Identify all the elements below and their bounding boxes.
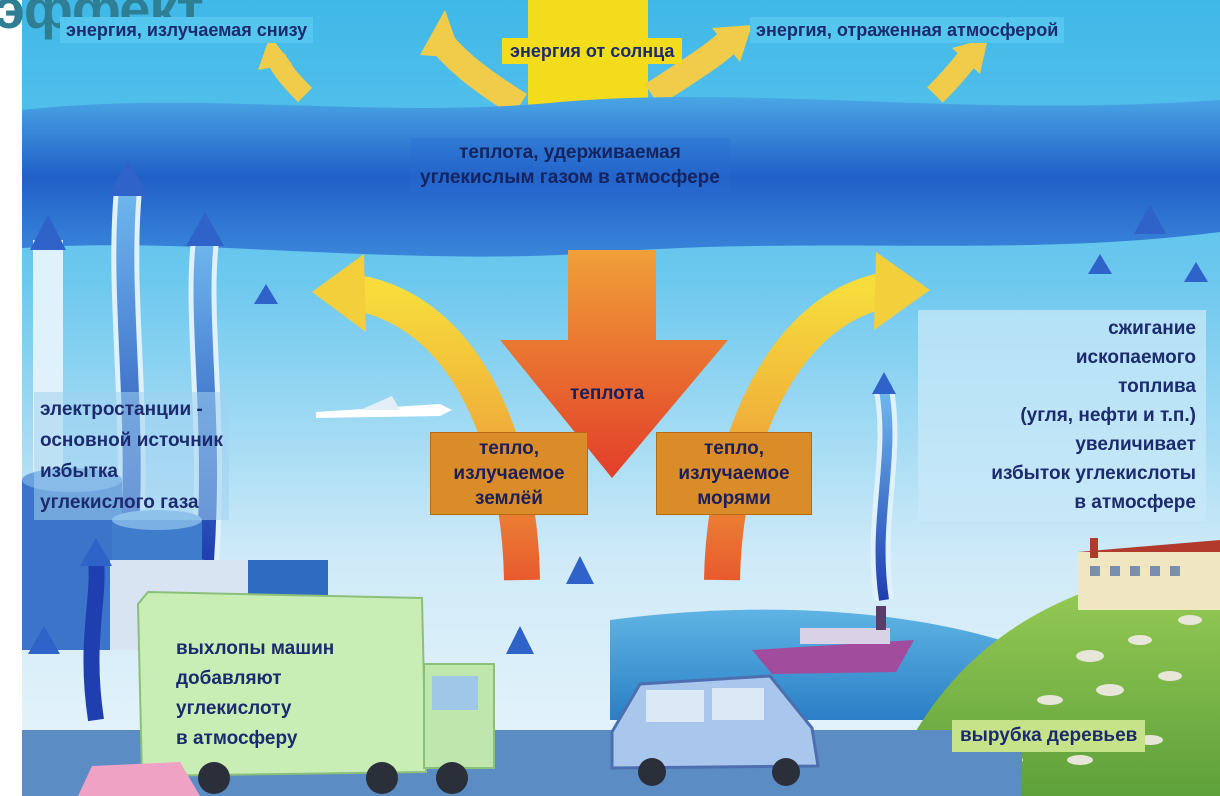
tree-stumps: [997, 615, 1202, 765]
reflected-energy-arrows: [258, 10, 988, 117]
label-fossil-fuels: сжигание ископаемого топлива (угля, нефт…: [918, 310, 1206, 521]
label-energy-reflected: энергия, отраженная атмосферой: [750, 17, 1065, 43]
atmosphere-band: [22, 96, 1220, 257]
reradiated-heat-arrows: [312, 252, 930, 581]
label-heat-seas: тепло, излучаемое морями: [656, 432, 812, 515]
label-car-exhaust: выхлопы машин добавляют углекислоту в ат…: [176, 638, 335, 749]
label-power-plants: электростанции - основной источник избыт…: [34, 392, 229, 520]
ship: [752, 606, 914, 674]
label-deforestation: вырубка деревьев: [952, 720, 1146, 752]
pink-car: [78, 762, 200, 796]
left-margin: [0, 0, 22, 796]
heat-arrow-down: [500, 250, 728, 478]
airplane: [316, 396, 452, 418]
label-heat: теплота: [570, 383, 645, 404]
label-energy-below: энергия, излучаемая снизу: [60, 17, 314, 43]
label-heat-earth: тепло, излучаемое землёй: [430, 432, 588, 515]
exhaust-arrows: [28, 538, 594, 796]
car: [610, 674, 820, 786]
truck: [136, 590, 495, 794]
label-trapped-heat: теплота, удерживаемая углекислым газом в…: [410, 138, 730, 192]
label-energy-sun: энергия от солнца: [502, 38, 683, 64]
factory-building: [1078, 538, 1220, 610]
